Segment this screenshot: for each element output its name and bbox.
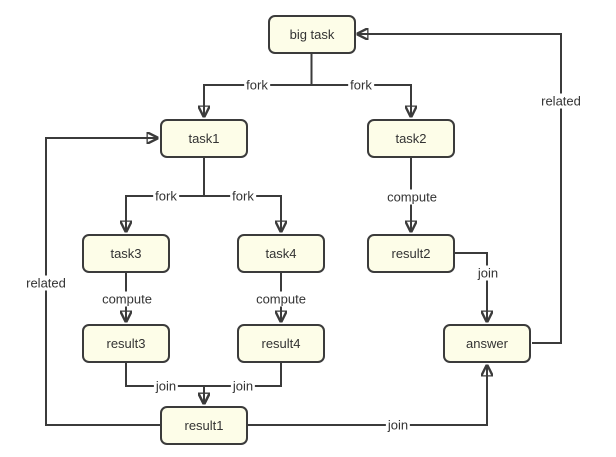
node-task2: task2 — [367, 119, 455, 158]
node-result4: result4 — [237, 324, 325, 363]
edge-label-compute-task4: compute — [254, 291, 308, 307]
edge-label-join-result2: join — [475, 265, 501, 281]
edge-result2-to-answer — [453, 252, 487, 322]
node-task1: task1 — [160, 119, 248, 158]
node-result2: result2 — [367, 234, 455, 273]
node-result3: result3 — [82, 324, 170, 363]
edge-label-compute-task3: compute — [100, 291, 154, 307]
edge-label-fork-task1-task4: fork — [230, 188, 256, 204]
edge-answer-to-bigtask — [357, 34, 562, 344]
edge-label-fork-bigtask-task2: fork — [348, 77, 374, 93]
node-task4: task4 — [237, 234, 325, 273]
edge-label-join-result1: join — [385, 417, 411, 433]
edge-label-related-left: related — [24, 275, 68, 291]
edge-label-join-result4: join — [230, 378, 256, 394]
edge-label-fork-bigtask-task1: fork — [244, 77, 270, 93]
node-result1: result1 — [160, 406, 248, 445]
node-answer: answer — [443, 324, 531, 363]
edge-result1-to-answer — [248, 365, 487, 426]
edge-label-join-result3: join — [153, 378, 179, 394]
edge-label-related-right: related — [539, 93, 583, 109]
node-task3: task3 — [82, 234, 170, 273]
node-big-task: big task — [268, 15, 356, 54]
edge-label-fork-task1-task3: fork — [153, 188, 179, 204]
edge-label-compute-task2: compute — [385, 189, 439, 205]
